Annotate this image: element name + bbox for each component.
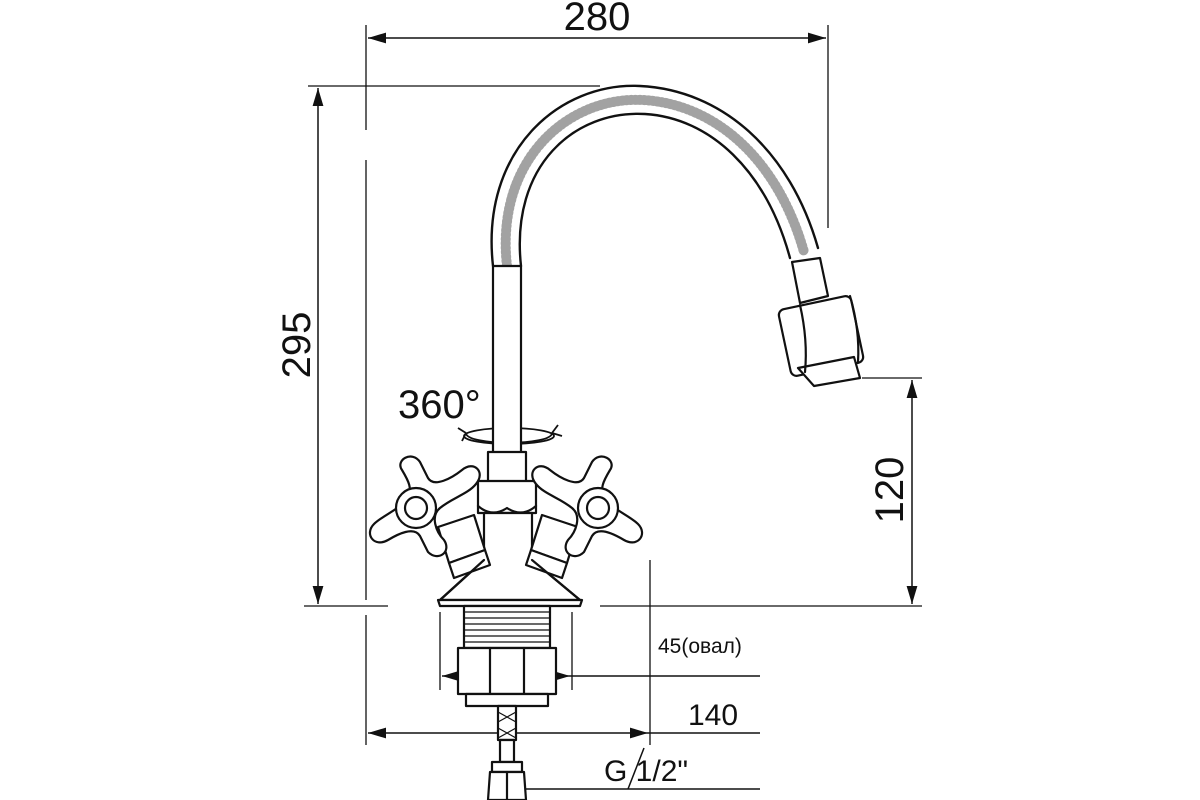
dimension-295-label: 295 — [275, 312, 319, 379]
dimension-140-label: 140 — [688, 699, 738, 732]
base-plate — [436, 598, 584, 608]
dimension-120-label: 120 — [868, 457, 912, 524]
rotation-label: 360° — [398, 383, 481, 427]
flexible-hose — [490, 84, 820, 271]
supply-hose — [486, 704, 528, 800]
mounting-nut — [456, 646, 558, 708]
faucet-body — [368, 84, 865, 800]
extension-lines — [304, 25, 922, 745]
spray-head-icon — [777, 256, 865, 388]
spout-tube — [491, 264, 523, 462]
dimension-280-label: 280 — [564, 0, 631, 39]
left-valve-handle-icon — [368, 455, 492, 602]
right-valve-handle-icon — [524, 455, 644, 602]
connection-thread-label: G 1/2" — [604, 755, 688, 788]
dimension-45-oval-label: 45(овал) — [658, 635, 742, 658]
threaded-shank — [462, 604, 552, 650]
